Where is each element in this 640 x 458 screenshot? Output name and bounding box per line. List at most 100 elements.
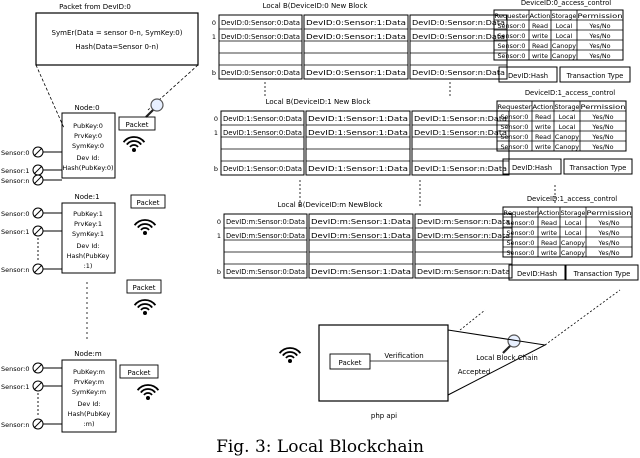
node-1: Node:1 PubKey:1 PrvKey:1 SymKey:1 Dev Id… — [1, 193, 166, 274]
devid-hash-label: DevID:Hash — [512, 164, 552, 172]
block-cell: DevID:m:Sensor:0:Data — [226, 268, 305, 276]
sensor-symbols — [32, 146, 62, 430]
block-cell: DevID:0:Sensor:n:Data — [412, 33, 505, 41]
access-table-cell: Sensor:0 — [506, 249, 534, 257]
packet-from-dev0-title: Packet from DevID:0 — [59, 3, 131, 11]
block-row-index: 0 — [212, 19, 216, 27]
wifi-icon — [122, 136, 146, 152]
block-title: Local B(DeviceID:0 New Block — [263, 2, 369, 10]
access-tables: DeviceID:0_access_controlRequesterSensor… — [493, 0, 633, 258]
access-table-cell: Read — [535, 133, 551, 141]
access-table-header: Permission — [587, 209, 632, 217]
php-packet-label: Packet — [339, 359, 362, 367]
access-table-header: Permission — [581, 103, 626, 111]
access-table-header: Requester — [495, 12, 529, 20]
blockchain-shape — [447, 329, 547, 396]
verification-label: Verification — [384, 352, 423, 360]
packet-box — [126, 279, 162, 294]
block-cell: DevID:1:Sensor:0:Data — [223, 129, 302, 137]
block-cell: DevID:0:Sensor:1:Data — [306, 33, 406, 41]
access-table-cell: Sensor:0 — [500, 123, 528, 131]
node-m: Node:m PubKey:m PrvKey:m SymKey:m Dev Id… — [1, 350, 159, 433]
magnifier-icon — [502, 334, 521, 354]
node-line: Hash(PubKey — [67, 252, 110, 260]
node-line: SymKey:0 — [72, 142, 104, 150]
sensor-symbol-icon — [32, 225, 62, 237]
access-table-cell: Read — [541, 219, 557, 227]
new-block: Local B(DeviceID:m NewBlockDevID:m:Senso… — [217, 201, 639, 281]
devid-hash-label: DevID:Hash — [508, 72, 548, 80]
block-cell: DevID:1:Sensor:1:Data — [308, 129, 408, 137]
access-table-header: Storage — [552, 12, 577, 20]
block-title: Local B(DeviceID:1 New Block — [266, 98, 372, 106]
packet-label: Packet — [128, 369, 151, 377]
access-table-cell: Yes/No — [591, 133, 613, 141]
devid-hash-box — [498, 66, 558, 83]
wifi-icons — [122, 136, 302, 400]
magnifier-icon — [145, 98, 164, 118]
transaction-type-box — [559, 66, 631, 83]
access-table-cell: Yes/No — [597, 229, 619, 237]
figure-caption: Fig. 3: Local Blockchain — [216, 437, 424, 457]
transaction-type-label: Transaction Type — [569, 164, 627, 172]
node-line: PrvKey:1 — [74, 220, 102, 228]
blocks: Local B(DeviceID:0 New BlockDevID:0:Sens… — [212, 2, 639, 281]
devid-hash-box — [502, 158, 562, 175]
block-column — [409, 14, 508, 80]
access-table-cell: Yes/No — [588, 22, 610, 30]
node-line: Dev Id: — [76, 242, 99, 250]
access-table-cell: Yes/No — [588, 52, 610, 60]
access-table-cell: Canopy — [555, 133, 579, 141]
sensor-symbol-icon — [32, 263, 62, 275]
node-label: Node:m — [74, 350, 102, 358]
block-column — [414, 213, 513, 279]
sensor-label: Sensor:0 — [1, 365, 30, 373]
sensor-symbol-icon — [32, 207, 62, 219]
access-table-cell: Read — [541, 239, 557, 247]
new-block: Local B(DeviceID:1 New BlockDevID:1:Sens… — [214, 98, 633, 176]
access-table-cell: write — [532, 32, 548, 40]
sensor-symbol-icon — [32, 164, 62, 176]
sensor-label: Sensor:0 — [1, 210, 30, 218]
node-line: PubKey:1 — [73, 210, 103, 218]
sensor-label: Sensor:1 — [1, 228, 30, 236]
node-line: Dev Id: — [76, 154, 99, 162]
node-line: PubKey:0 — [73, 122, 103, 130]
access-table-cell: Local — [556, 32, 573, 40]
block-row-index: 0 — [214, 115, 218, 123]
block-cell: DevID:1:Sensor:n:Data — [414, 129, 507, 137]
transaction-type-label: Transaction Type — [573, 270, 631, 278]
block-cell: DevID:m:Sensor:1:Data — [311, 268, 411, 276]
access-table-cell: Sensor:0 — [500, 133, 528, 141]
access-table-cell: Sensor:0 — [506, 229, 534, 237]
block-row-index: b — [214, 165, 218, 173]
access-table-cell: Canopy — [561, 249, 585, 257]
transaction-type-box — [563, 158, 633, 175]
access-table-cell: Local — [556, 22, 573, 30]
access-table-header: Action — [530, 12, 551, 20]
packet-box — [118, 116, 156, 131]
block-cell: DevID:0:Sensor:n:Data — [412, 19, 505, 27]
access-table-header: Storage — [561, 209, 586, 217]
block-column — [220, 110, 305, 176]
node-line: Hash(PubKey — [68, 410, 111, 418]
node-line: SymKey:1 — [72, 230, 104, 238]
blockchain-label: Local Block Chain — [476, 354, 538, 362]
access-table-cell: Yes/No — [591, 143, 613, 151]
packet-from-dev0-line2: Hash(Data=Sensor 0-n) — [75, 43, 159, 51]
block-cell: DevID:1:Sensor:1:Data — [308, 165, 408, 173]
access-table-title: DeviceID:0_access_control — [521, 0, 611, 7]
access-table-header: Permission — [578, 12, 623, 20]
node-line: PrvKey:0 — [74, 132, 102, 140]
access-table-cell: Local — [565, 229, 582, 237]
access-table-cell: Canopy — [561, 239, 585, 247]
block-cell: DevID:1:Sensor:0:Data — [223, 165, 302, 173]
access-table-cell: Yes/No — [591, 113, 613, 121]
access-table-cell: Sensor:0 — [497, 52, 525, 60]
packet-label: Packet — [126, 121, 149, 129]
access-table-cell: Yes/No — [588, 32, 610, 40]
access-table-cell: Sensor:0 — [497, 22, 525, 30]
zoom-line — [459, 309, 486, 331]
access-table-cell: write — [535, 143, 551, 151]
access-table-cell: Sensor:0 — [497, 42, 525, 50]
